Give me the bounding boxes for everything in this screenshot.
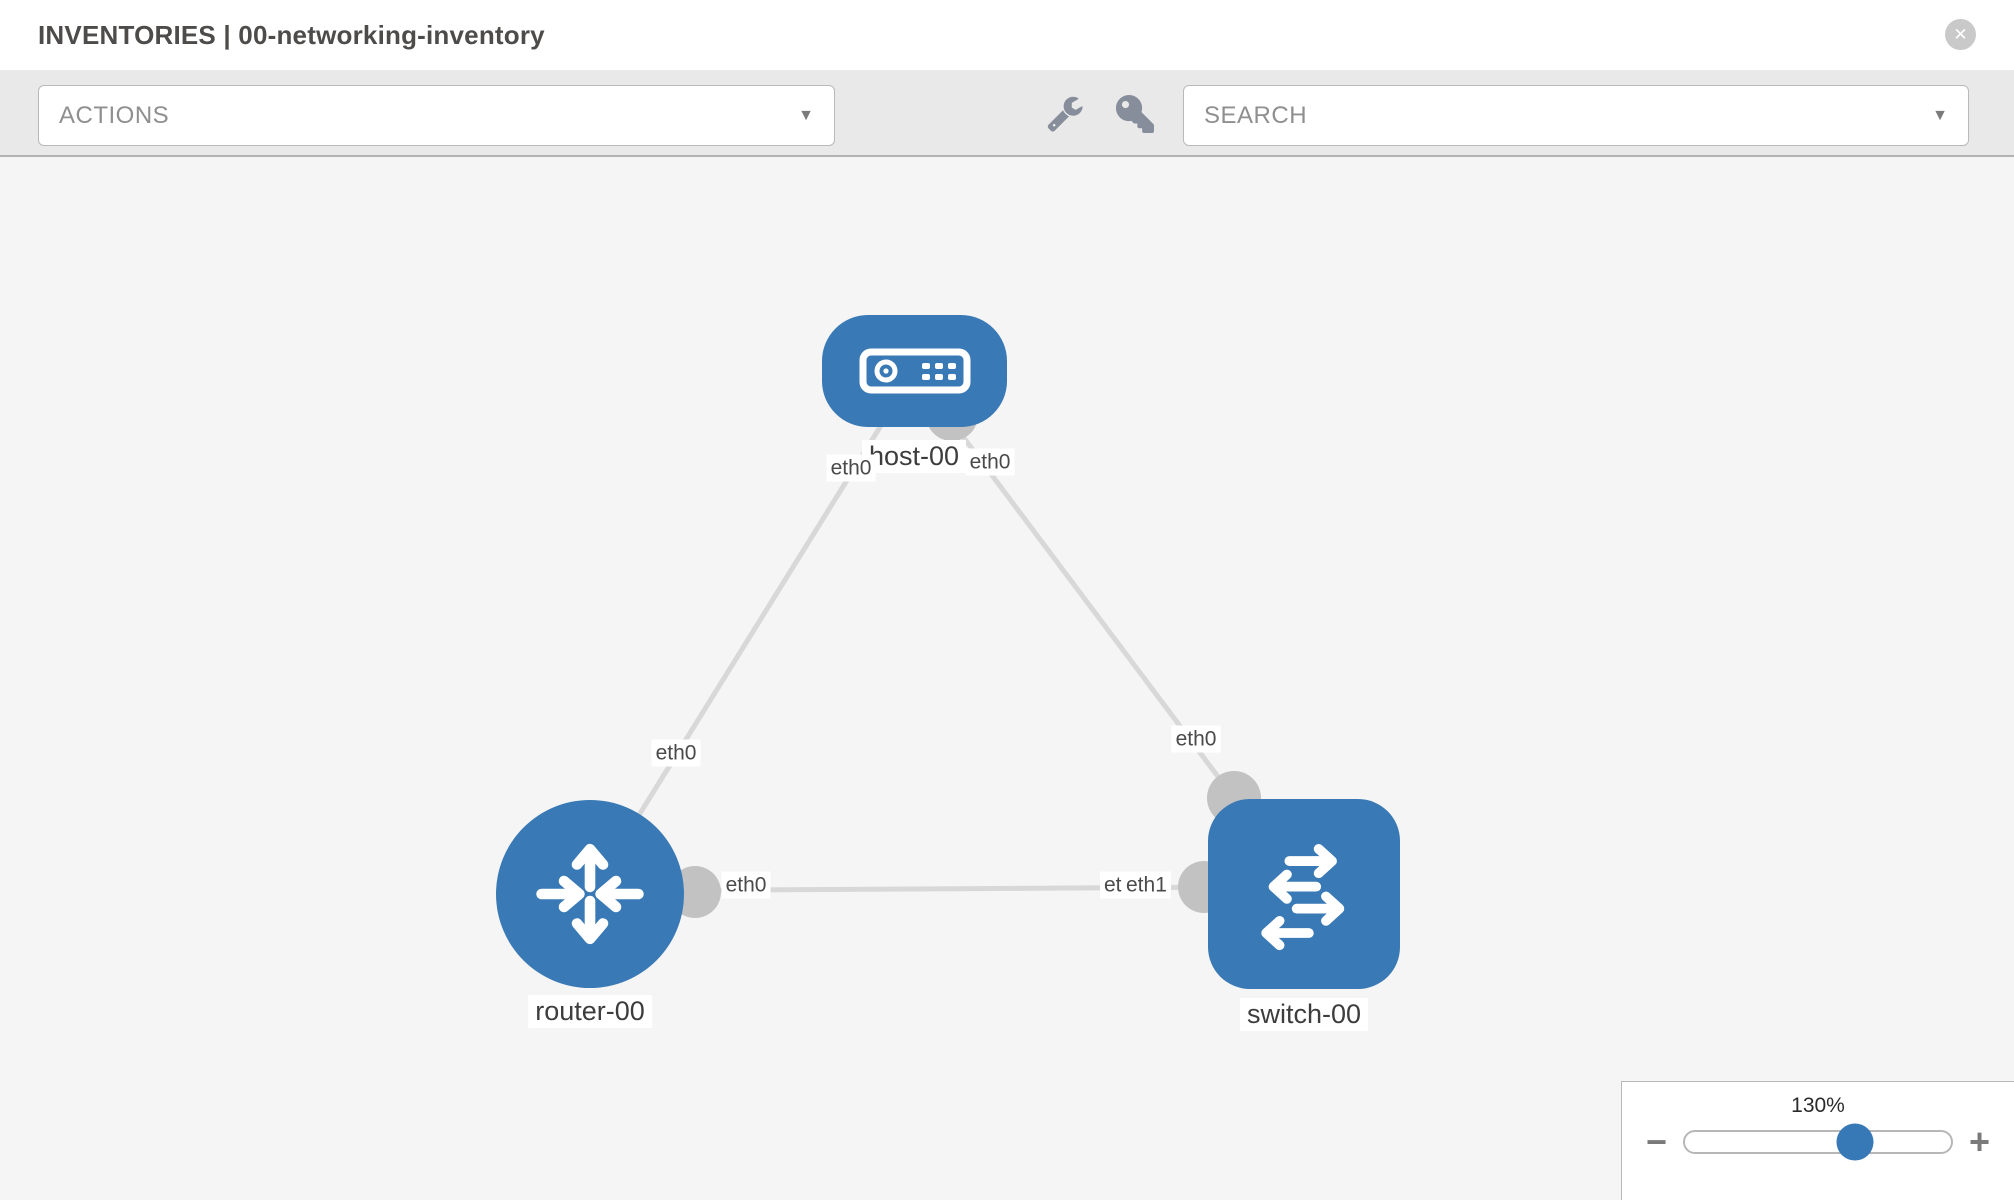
router-icon	[536, 843, 644, 945]
node-label-switch: switch-00	[1239, 998, 1369, 1031]
chevron-down-icon: ▼	[1932, 106, 1948, 124]
topology-canvas[interactable]: host-00 router-00 switch-00 eth0 eth0 et…	[0, 157, 2014, 1200]
node-router-00[interactable]	[496, 800, 684, 988]
key-icon	[1116, 95, 1154, 133]
interface-label: eth0	[651, 739, 701, 767]
node-label-router: router-00	[528, 995, 652, 1028]
search-dropdown[interactable]: SEARCH ▼	[1183, 85, 1969, 146]
zoom-level: 130%	[1791, 1094, 1845, 1117]
search-dropdown-label: SEARCH	[1204, 101, 1308, 129]
page-header: INVENTORIES | 00-networking-inventory ✕	[0, 0, 2014, 70]
minus-icon: −	[1646, 1121, 1668, 1162]
interface-label: eth0	[826, 454, 876, 482]
actions-dropdown[interactable]: ACTIONS ▼	[38, 85, 835, 146]
interface-label: eth0	[1171, 725, 1221, 753]
node-label-host: host-00	[861, 440, 967, 473]
interface-label: eth0	[721, 871, 771, 899]
close-button[interactable]: ✕	[1945, 19, 1976, 50]
node-host-00[interactable]	[822, 315, 1007, 427]
actions-dropdown-label: ACTIONS	[59, 101, 170, 129]
zoom-slider-track[interactable]	[1683, 1123, 1953, 1161]
toolbar: ACTIONS ▼ SEARCH ▼	[0, 70, 2014, 157]
configure-button[interactable]	[1043, 91, 1087, 135]
topology-links-layer	[587, 389, 1261, 918]
chevron-down-icon: ▼	[798, 106, 814, 124]
credentials-button[interactable]	[1113, 92, 1157, 136]
plus-icon: +	[1968, 1121, 1990, 1162]
wrench-icon	[1047, 96, 1083, 132]
interface-label: eth0	[965, 448, 1015, 476]
page-title: INVENTORIES | 00-networking-inventory	[38, 20, 545, 50]
node-switch-00[interactable]	[1208, 799, 1400, 989]
zoom-slider-knob[interactable]	[1836, 1123, 1874, 1161]
switch-icon	[1261, 843, 1345, 951]
close-icon: ✕	[1953, 24, 1968, 44]
host-icon	[859, 348, 970, 394]
interface-label: eth1	[1122, 871, 1171, 899]
zoom-panel: 130% − +	[1621, 1081, 2014, 1200]
zoom-out-button[interactable]: −	[1646, 1124, 1667, 1160]
zoom-in-button[interactable]: +	[1969, 1124, 1990, 1160]
